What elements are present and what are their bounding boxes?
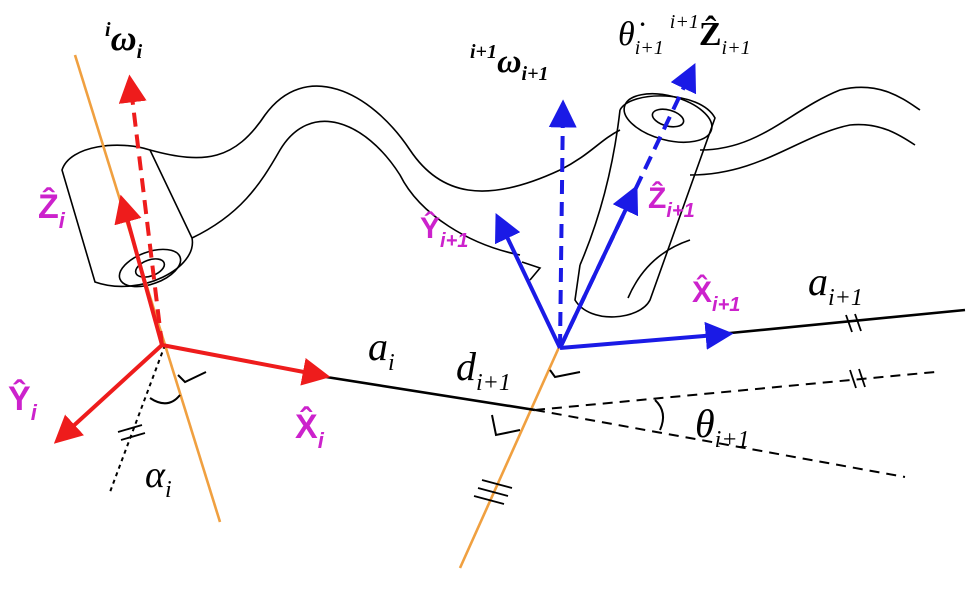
label-theta-i1: θi+1 — [695, 401, 750, 453]
joint-i-hole — [118, 248, 182, 288]
dashed-x-i-projection — [534, 371, 936, 411]
label-x-i: X̂i — [295, 407, 325, 453]
dashed-alpha-reference — [109, 344, 166, 493]
link-upper-edge — [149, 85, 621, 192]
alpha-arc — [149, 394, 181, 405]
omega-i1-dashed-arrow — [548, 99, 577, 349]
label-y-i1: Ŷi+1 — [420, 211, 468, 252]
label-alpha-i: αi — [145, 454, 172, 503]
right-angle-marker-i — [177, 371, 207, 384]
z-i1-arrow — [558, 184, 639, 349]
joint-i1-cylinder — [574, 95, 716, 318]
right-angle-marker-i1-b — [549, 369, 581, 379]
label-y-i: Ŷi — [8, 380, 38, 425]
parallel-ticks — [117, 313, 866, 505]
dashed-theta-reference — [534, 409, 906, 478]
link-outline — [61, 85, 921, 318]
x-i-arrow — [161, 343, 331, 386]
right-angle-marker-i1-a — [491, 414, 521, 437]
theta-arc — [654, 399, 665, 431]
z-i-arrow — [114, 194, 164, 346]
label-d-i1: di+1 — [456, 344, 511, 396]
omega-i-dashed-arrow — [118, 74, 164, 346]
link-a-i1 — [719, 308, 966, 336]
joint-i1-top — [623, 92, 713, 144]
label-omega-i1: i+1ωi+1 — [470, 41, 549, 85]
label-theta-dot-z: θ̇i+1i+1Ẑi+1 — [618, 11, 751, 59]
y-i-arrow — [53, 343, 164, 444]
label-a-i: ai — [368, 324, 395, 376]
label-z-i1: Ẑi+1 — [648, 181, 695, 222]
label-a-i1: ai+1 — [808, 259, 863, 311]
label-omega-i: iωi — [105, 18, 143, 63]
link-trailing-edge — [699, 86, 921, 151]
link-lower-edge — [191, 120, 521, 256]
y-i1-arrow — [495, 212, 562, 349]
joint-axis-i1 — [458, 344, 562, 569]
label-x-i1: X̂i+1 — [692, 275, 740, 316]
x-i1-arrow — [559, 321, 734, 350]
link-a-i — [319, 374, 536, 412]
label-z-i: Ẑi — [38, 188, 66, 233]
